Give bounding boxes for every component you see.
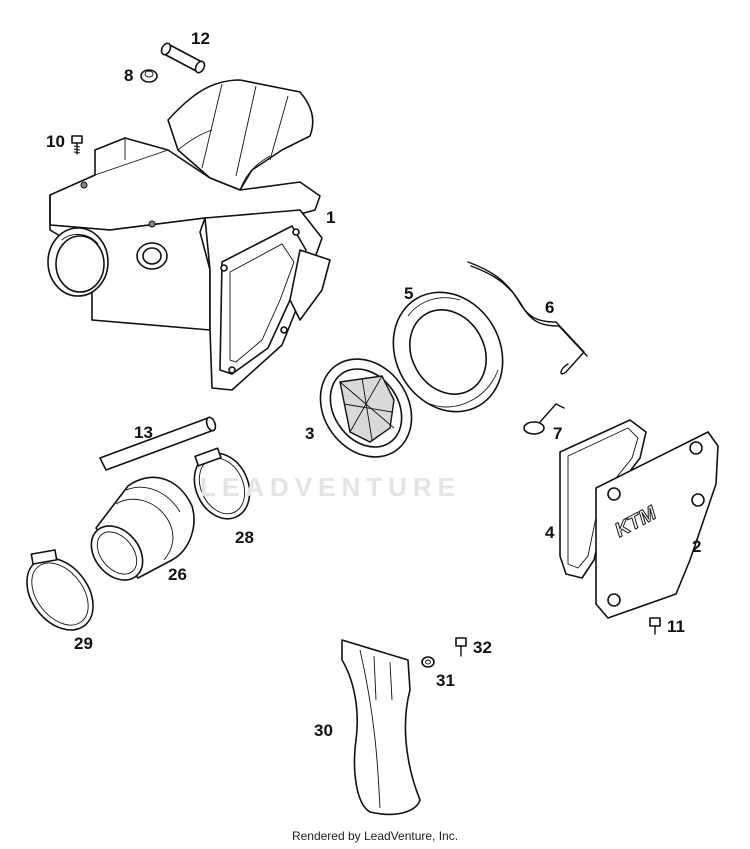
part-28-hose-clamp[interactable] — [184, 444, 260, 528]
watermark: LEADVENTURE — [200, 472, 462, 502]
label-26: 26 — [168, 565, 187, 584]
part-26-intake-boot[interactable] — [81, 476, 195, 590]
part-31-washer[interactable] — [421, 656, 435, 668]
label-8: 8 — [124, 66, 134, 85]
label-1: 1 — [326, 208, 336, 227]
label-10: 10 — [46, 132, 65, 151]
part-8-nut[interactable] — [140, 69, 158, 83]
label-6: 6 — [545, 298, 555, 317]
part-13-sleeve[interactable] — [160, 42, 207, 74]
label-3: 3 — [305, 424, 315, 443]
label-30: 30 — [314, 721, 333, 740]
part-6-retaining-wire[interactable] — [467, 261, 588, 375]
part-12-hose[interactable] — [99, 416, 217, 471]
label-5: 5 — [404, 284, 414, 303]
part-30-mud-flap[interactable] — [341, 639, 421, 816]
label-28: 28 — [235, 528, 254, 547]
part-7-pin[interactable] — [523, 403, 565, 435]
part-11-screw[interactable] — [649, 617, 661, 635]
label-32: 32 — [473, 638, 492, 657]
label-12: 13 — [134, 423, 153, 442]
part-3-filter-cage[interactable] — [302, 341, 430, 474]
part-10-screw[interactable] — [71, 135, 83, 155]
label-31: 31 — [436, 671, 455, 690]
part-5-air-filter[interactable] — [372, 272, 524, 431]
label-29: 29 — [74, 634, 93, 653]
label-7: 7 — [553, 424, 563, 443]
label-13: 12 — [191, 29, 210, 48]
label-4: 4 — [545, 523, 555, 542]
part-29-hose-clamp[interactable] — [13, 545, 106, 643]
part-32-screw[interactable] — [455, 637, 467, 657]
part-2-cover-plate[interactable] — [595, 431, 719, 619]
footer-credit: Rendered by LeadVenture, Inc. — [291, 829, 459, 843]
label-11: 11 — [667, 617, 685, 636]
label-2: 2 — [692, 537, 702, 556]
part-1-airbox[interactable] — [47, 79, 331, 391]
